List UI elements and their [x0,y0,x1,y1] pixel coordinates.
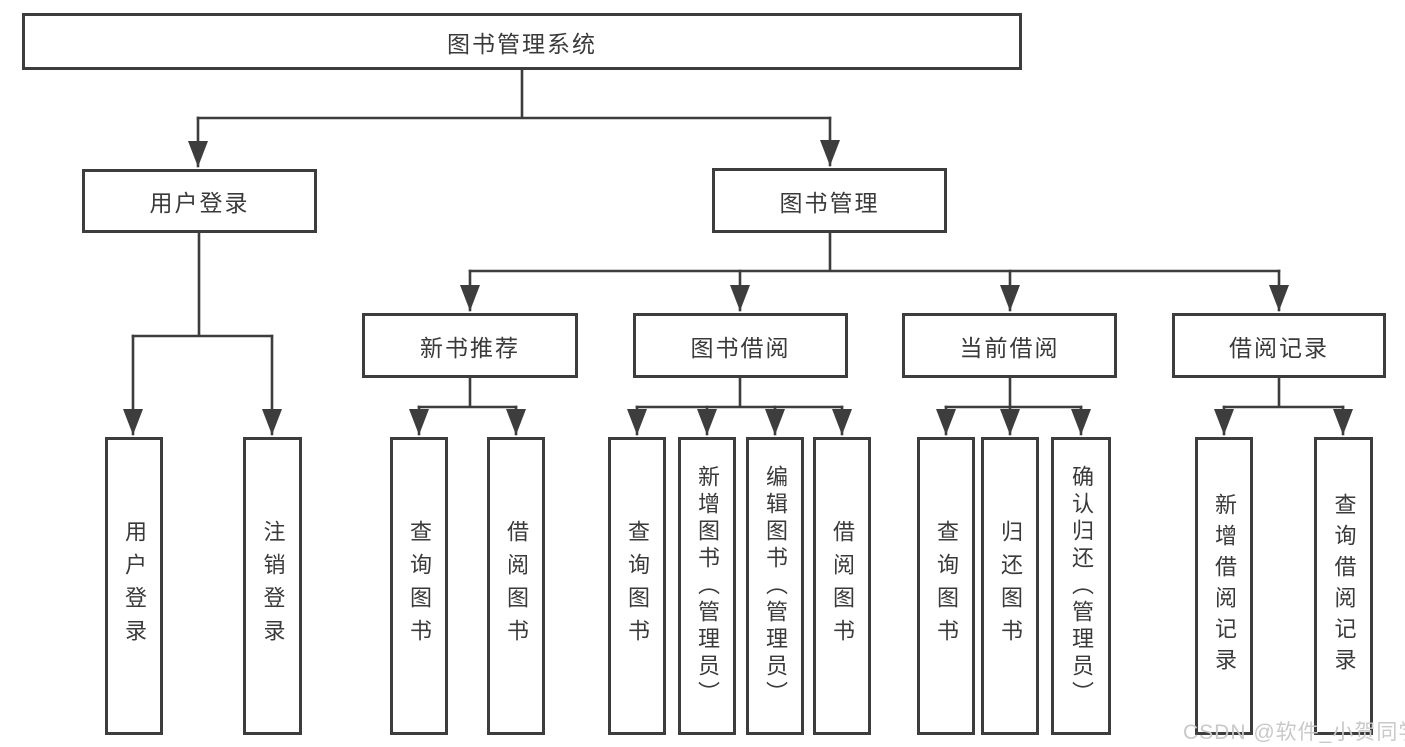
leaf-recommend-query-book: 查询图书 [390,437,448,735]
leaf-edit-book-admin: 编辑图书（管理员） [746,437,804,735]
leaf-confirm-return-admin: 确认归还（管理员） [1051,437,1111,735]
leaf-recommend-borrow-book: 借阅图书 [487,437,545,735]
leaf-query-borrow-record: 查询借阅记录 [1314,437,1373,735]
leaf-logout: 注销登录 [243,437,302,735]
leaf-add-borrow-record: 新增借阅记录 [1195,437,1253,735]
leaf-user-login: 用户登录 [105,437,163,735]
node-new-book-recommend-label: 新书推荐 [420,334,520,361]
node-user-login: 用户登录 [82,169,317,233]
node-book-management: 图书管理 [712,168,947,233]
node-root-system-label: 图书管理系统 [447,30,597,57]
node-book-management-label: 图书管理 [779,189,880,216]
node-book-borrow-label: 图书借阅 [690,334,791,361]
leaf-return-book: 归还图书 [981,437,1039,735]
csdn-watermark: CSDN @软件_小贺同学 [1183,721,1405,744]
leaf-add-book-admin: 新增图书（管理员） [678,437,736,735]
node-borrow-records: 借阅记录 [1172,313,1386,378]
node-borrow-records-label: 借阅记录 [1229,334,1329,361]
leaf-borrow-book: 借阅图书 [813,437,871,735]
node-current-borrow-label: 当前借阅 [959,334,1060,361]
leaf-current-query-book: 查询图书 [917,437,975,735]
node-new-book-recommend: 新书推荐 [362,313,578,378]
node-root-system: 图书管理系统 [22,13,1022,70]
node-book-borrow: 图书借阅 [633,313,848,378]
leaf-borrow-query-book: 查询图书 [608,437,666,735]
node-current-borrow: 当前借阅 [902,313,1117,378]
node-user-login-label: 用户登录 [149,190,250,216]
